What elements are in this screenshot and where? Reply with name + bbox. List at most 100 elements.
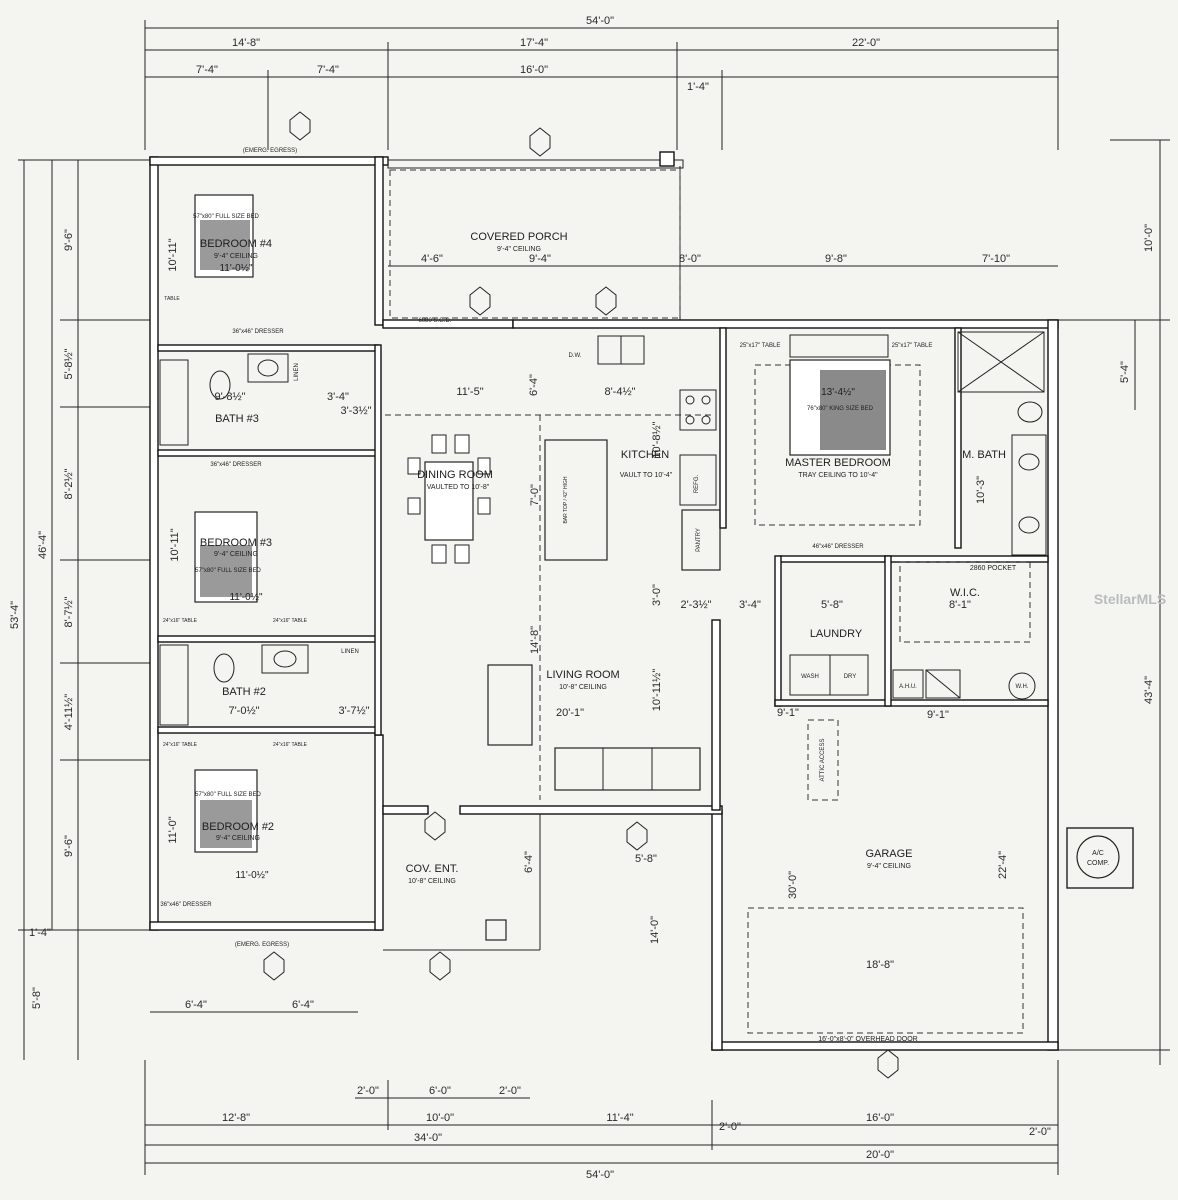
label-linen-2: LINEN	[341, 649, 359, 655]
dim-porch-b: 9'-4"	[529, 253, 551, 265]
dim-bottom-e: 2'-0"	[499, 1085, 521, 1097]
label-pantry: PANTRY	[696, 528, 702, 552]
dim-top-g: 1'-4"	[687, 81, 709, 93]
room-bedroom2-ceiling: 9'-4" CEILING	[216, 835, 260, 842]
room-bedroom4-bed: 57"x80" FULL SIZE BED	[193, 214, 259, 220]
dim-left-a: 9'-6"	[63, 229, 75, 251]
label-attic-access: ATTIC ACCESS	[820, 739, 826, 782]
room-living-name: LIVING ROOM	[546, 669, 619, 681]
top-dimensions: 54'-0" 14'-8" 17'-4" 22'-0" 7'-4" 7'-4" …	[144, 15, 1059, 150]
dim-top-overall: 54'-0"	[586, 15, 614, 27]
dim-hall-b: 2'-3½"	[680, 599, 711, 611]
dim-porch-e: 7'-10"	[982, 253, 1010, 265]
dim-kitchen-a: 8'-4½"	[604, 386, 635, 398]
room-bedroom4-name: BEDROOM #4	[200, 238, 272, 250]
dim-left-f: 9'-6"	[63, 835, 75, 857]
dim-garage-depth: 30'-0"	[787, 871, 799, 899]
dim-bottom-overall: 54'-0"	[586, 1169, 614, 1181]
dim-hall-d: 3'-7½"	[338, 705, 369, 717]
dim-master-d: 10'-3"	[975, 476, 987, 504]
room-bedroom2-name: BEDROOM #2	[202, 821, 274, 833]
label-overhead-door: 16'-0"x8'-0" OVERHEAD DOOR	[818, 1036, 917, 1043]
dim-bed2-h: 11'-0"	[167, 816, 179, 843]
dim-hall-e: 3'-4"	[327, 391, 349, 403]
room-porch-name: COVERED PORCH	[470, 231, 567, 243]
dim-bottom-f: 12'-8"	[222, 1112, 250, 1124]
label-table-b3a: 24"x16" TABLE	[163, 618, 198, 624]
room-coventry-ceiling: 10'-8" CEILING	[408, 878, 456, 885]
dim-ahu-w: 9'-1"	[927, 709, 949, 721]
room-porch-ceiling: 9'-4" CEILING	[497, 246, 541, 253]
dim-wic-w: 8'-1"	[949, 599, 971, 611]
watermark-text: StellarMLS	[1094, 591, 1166, 607]
room-bedroom3-size: 11'-0½"	[229, 592, 263, 603]
room-master-name: MASTER BEDROOM	[785, 457, 891, 469]
dim-bottom-l: 34'-0"	[414, 1132, 442, 1144]
room-kitchen-ceiling: VAULT TO 10'-4"	[620, 472, 673, 479]
room-dining-name: DINING ROOM	[417, 469, 493, 481]
dim-bottom-k: 2'-0"	[1029, 1126, 1051, 1138]
dim-kitchen-d: 7'-0"	[529, 484, 541, 506]
room-mbath-name: M. BATH	[962, 449, 1006, 461]
label-dresser-b3: 36"x46" DRESSER	[210, 462, 262, 468]
room-wic-name: W.I.C.	[950, 587, 980, 599]
exterior-walls	[149, 151, 1059, 1051]
dim-left-total: 46'-4"	[37, 531, 49, 559]
bottom-dimensions: 6'-4" 6'-4" 2'-0" 6'-0" 2'-0" 12'-8" 10'…	[144, 999, 1059, 1181]
label-dresser-b2: 36"x46" DRESSER	[160, 902, 212, 908]
dim-living-h: 14'-8"	[529, 626, 541, 654]
dim-ent-b: 6'-4"	[523, 851, 535, 873]
room-bedroom3-bed: 57"x80" FULL SIZE BED	[195, 568, 261, 574]
dim-top-e: 7'-4"	[317, 64, 339, 76]
dim-bottom-a: 6'-4"	[185, 999, 207, 1011]
label-dresser-b4: 36"x46" DRESSER	[232, 329, 284, 335]
dim-bottom-g: 10'-0"	[426, 1112, 454, 1124]
dim-dining-w: 11'-5"	[456, 386, 483, 398]
label-egress-top: (EMERG. EGRESS)	[243, 148, 297, 154]
right-dimensions: 10'-0" 5'-4" 43'-4"	[1058, 139, 1170, 1065]
dim-right-a: 10'-0"	[1143, 224, 1155, 252]
dim-left-e: 4'-11½"	[63, 694, 75, 730]
label-ahu: A.H.U.	[899, 684, 917, 690]
dim-porch-c: 8'-0"	[679, 253, 701, 265]
internal-dimensions: 20'-1" 14'-8" 10'-11½" 11'-5" 8'-4½" 6'-…	[167, 238, 1009, 971]
dim-kitchen-c: 10'-8½"	[651, 421, 663, 458]
dim-hall-c: 3'-4"	[739, 599, 761, 611]
room-kitchen-name: KITCHEN	[621, 449, 669, 461]
label-refrigerator: REFG.	[694, 475, 700, 494]
dim-living-depth: 10'-11½"	[651, 669, 663, 712]
room-master-bed: 76"x80" KING SIZE BED	[807, 406, 874, 412]
dim-left-b: 5'-8½"	[63, 348, 75, 379]
room-bath2-name: BATH #2	[222, 686, 266, 698]
dim-laundry-w: 5'-8"	[821, 599, 843, 611]
dim-left-overall: 53'-4"	[9, 601, 21, 629]
ceiling-lines	[385, 169, 1031, 1034]
room-labels: BEDROOM #4 9'-4" CEILING 11'-0½" 57"x80"…	[193, 214, 1006, 885]
dim-left-h: 5'-8"	[31, 987, 43, 1009]
room-bath3-name: BATH #3	[215, 413, 259, 425]
dim-bottom-b: 6'-4"	[292, 999, 314, 1011]
dim-living-w: 20'-1"	[556, 707, 584, 719]
room-coventry-name: COV. ENT.	[406, 863, 459, 875]
dim-top-b: 17'-4"	[520, 37, 548, 49]
dim-bottom-d: 6'-0"	[429, 1085, 451, 1097]
room-dining-ceiling: VAULTED TO 10'-8"	[427, 484, 490, 491]
dim-porch-a: 4'-6"	[421, 253, 443, 265]
fixture-labels: PANTRY LINEN LINEN 36"x46" DRESSER 36"x4…	[160, 148, 1109, 1043]
room-garage-name: GARAGE	[865, 848, 912, 860]
porch-dimensions: 4'-6" 9'-4" 8'-0" 9'-8" 7'-10"	[388, 253, 1058, 267]
dim-hall-a: 3'-0"	[651, 584, 663, 606]
room-bedroom3-ceiling: 9'-4" CEILING	[214, 551, 258, 558]
room-bedroom2-bed: 57"x80" FULL SIZE BED	[195, 792, 261, 798]
dim-left-g: 1'-4"	[29, 927, 51, 939]
dim-top-c: 22'-0"	[852, 37, 880, 49]
dim-bottom-c: 2'-0"	[357, 1085, 379, 1097]
dim-bottom-h: 11'-4"	[606, 1112, 633, 1124]
room-garage-ceiling: 9'-4" CEILING	[867, 863, 911, 870]
label-ac: A/C	[1092, 850, 1104, 857]
label-egress-bottom: (EMERG. EGRESS)	[235, 942, 289, 948]
label-dryer: DRY	[844, 674, 857, 680]
dim-bed4-h: 10'-11"	[167, 238, 179, 271]
dim-top-d: 7'-4"	[196, 64, 218, 76]
